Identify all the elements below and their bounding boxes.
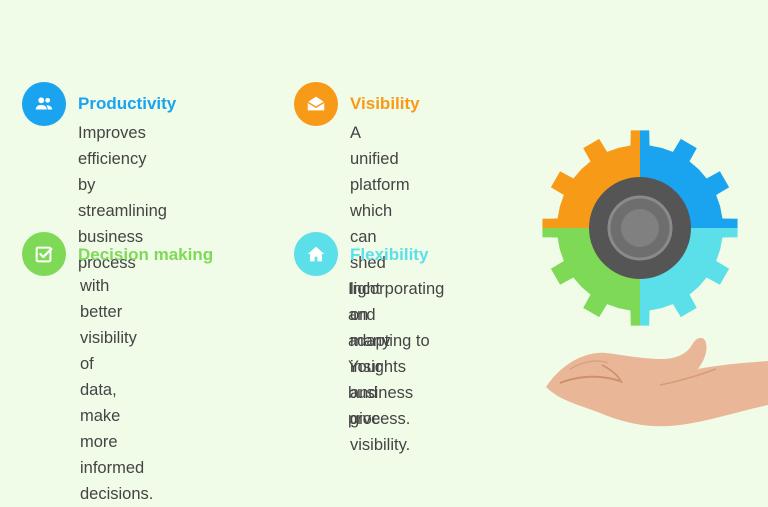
gear-icon — [542, 130, 738, 326]
feature-description: with better visibility of data, make mor… — [80, 277, 154, 503]
feature-description: Improves efficiency by streamlining busi… — [78, 124, 167, 272]
feature-title: Flexibility — [350, 245, 429, 264]
checkbox-icon — [22, 232, 66, 276]
feature-title: Visibility — [350, 94, 420, 113]
feature-title: Decision making — [78, 245, 214, 264]
feature-description: A unified platform which can shed light … — [350, 124, 411, 454]
people-icon — [22, 82, 66, 126]
envelope-icon — [294, 82, 338, 126]
home-icon — [294, 232, 338, 276]
open-hand-icon — [546, 337, 768, 427]
feature-description: Incorporating and adapting to Your busin… — [348, 280, 445, 428]
feature-title: Productivity — [78, 94, 177, 113]
